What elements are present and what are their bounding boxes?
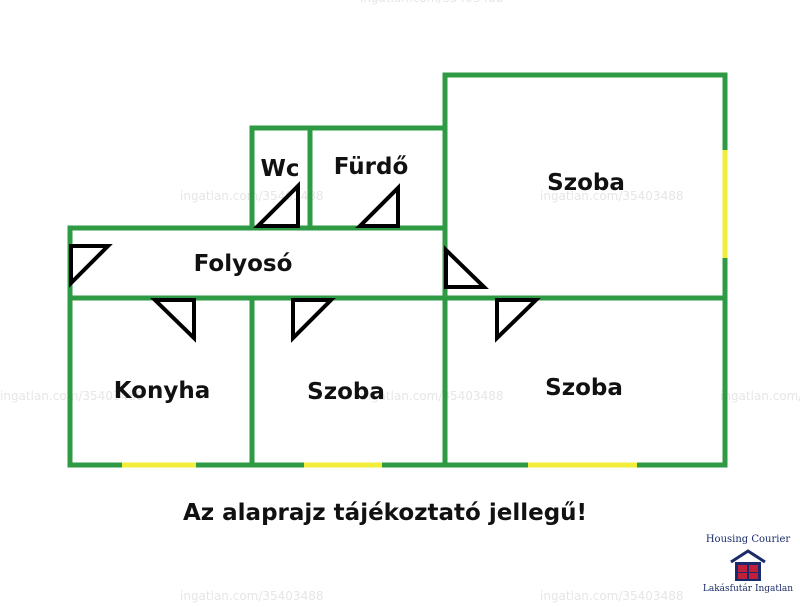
watermark-text: ingatlan.com/35403488 <box>180 589 323 603</box>
door-middle-room <box>291 298 336 343</box>
room-label-kitchen: Konyha <box>114 378 210 404</box>
walls <box>67 72 728 468</box>
watermark-text: ingatlan.com/35403488 <box>720 389 800 403</box>
door-kitchen <box>150 298 196 343</box>
watermark-text: ingatlan.com/35403488 <box>540 589 683 603</box>
watermark-text: ingatlan.com/35403488 <box>540 189 683 203</box>
watermark-text: ingatlan.com/35403488 <box>360 389 503 403</box>
door-bath <box>355 183 400 228</box>
room-label-bedroom-top-right: Szoba <box>547 170 625 196</box>
room-labels: Wc Fürdő Szoba Folyosó Konyha Szoba Szob… <box>114 154 625 405</box>
door-top-right-room <box>444 245 489 289</box>
wall-right-block <box>442 72 728 468</box>
brand-name: Housing Courier <box>705 534 791 545</box>
door-entrance <box>69 244 113 288</box>
room-label-room-middle: Szoba <box>307 379 385 405</box>
room-label-bathroom: Fürdő <box>334 154 409 180</box>
brand-tagline: Lakásfutár Ingatlan <box>702 584 794 594</box>
room-label-room-bottom-right: Szoba <box>545 375 623 401</box>
room-label-wc: Wc <box>260 156 299 182</box>
wall-bath-block <box>249 125 448 231</box>
house-logo-icon <box>730 549 766 581</box>
watermark-text: ingatlan.com/35403488 <box>360 0 503 5</box>
brand-logo: Housing Courier Lakásfutár Ingatlan <box>700 534 796 594</box>
disclaimer-note: Az alaprajz tájékoztató jellegű! <box>182 500 588 526</box>
doors <box>69 181 541 343</box>
door-bottom-right-room <box>495 298 541 343</box>
room-label-corridor: Folyosó <box>194 251 293 277</box>
door-wc <box>253 181 300 228</box>
windows <box>122 150 728 468</box>
